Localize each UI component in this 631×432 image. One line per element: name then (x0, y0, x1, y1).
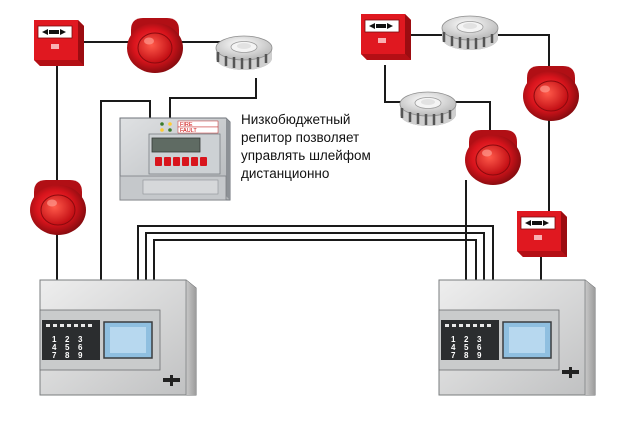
wiring (56, 34, 550, 280)
svg-text:4: 4 (451, 343, 456, 352)
svg-text:2: 2 (464, 335, 469, 344)
caption-line: репитор позволяет (241, 130, 360, 145)
right-panel-keypad: 1 2 3 4 5 6 7 8 9 (451, 335, 482, 360)
manual-call-point-icon (516, 210, 568, 258)
wire-right-callpoint-to-detector (384, 65, 405, 103)
wire-detector-to-repeater (169, 78, 257, 118)
svg-text:1: 1 (451, 335, 456, 344)
lock-icon (163, 375, 180, 386)
svg-text:6: 6 (477, 343, 482, 352)
svg-text:9: 9 (78, 351, 83, 360)
caption-line: дистанционно (241, 166, 330, 181)
svg-text:9: 9 (477, 351, 482, 360)
svg-text:3: 3 (78, 335, 83, 344)
sounder-icon (126, 17, 184, 74)
wire-interconnect-middle (145, 232, 485, 280)
wire-right-detector-to-sounder (495, 34, 550, 75)
sounder-icon (29, 179, 87, 236)
smoke-detector-icon (440, 14, 500, 52)
wire-right-detector-to-sounder2 (453, 101, 491, 140)
repeater-fire-label: FIRE (180, 122, 193, 128)
svg-text:6: 6 (78, 343, 83, 352)
repeater-unit: FIRE FAULT (119, 117, 231, 201)
caption-line: Низкобюджетный (241, 112, 351, 127)
svg-text:5: 5 (464, 343, 469, 352)
right-control-panel: 1 2 3 4 5 6 7 8 9 (438, 279, 596, 396)
svg-text:7: 7 (451, 351, 456, 360)
sounder-icon (522, 65, 580, 122)
repeater-fault-label: FAULT (180, 128, 197, 134)
repeater-buttons (155, 157, 207, 166)
repeater-caption: Низкобюджетный репитор позволяет управля… (241, 111, 411, 183)
svg-text:7: 7 (52, 351, 57, 360)
smoke-detector-icon (214, 34, 274, 72)
lock-icon (562, 367, 579, 378)
svg-text:8: 8 (464, 351, 469, 360)
left-control-panel: 1 2 3 4 5 6 7 8 9 (39, 279, 197, 396)
svg-text:3: 3 (477, 335, 482, 344)
svg-text:8: 8 (65, 351, 70, 360)
left-panel-keypad: 1 2 3 4 5 6 7 8 9 (52, 335, 83, 360)
manual-call-point-icon (360, 13, 412, 61)
wire-interconnect-outer (137, 225, 494, 280)
svg-text:2: 2 (65, 335, 70, 344)
wire-repeater-to-panel (100, 100, 151, 280)
caption-line: управлять шлейфом (241, 148, 371, 163)
svg-text:5: 5 (65, 343, 70, 352)
svg-text:1: 1 (52, 335, 57, 344)
sounder-icon (464, 129, 522, 186)
svg-text:4: 4 (52, 343, 57, 352)
wire-interconnect-inner (153, 239, 477, 280)
manual-call-point-icon (33, 19, 85, 67)
